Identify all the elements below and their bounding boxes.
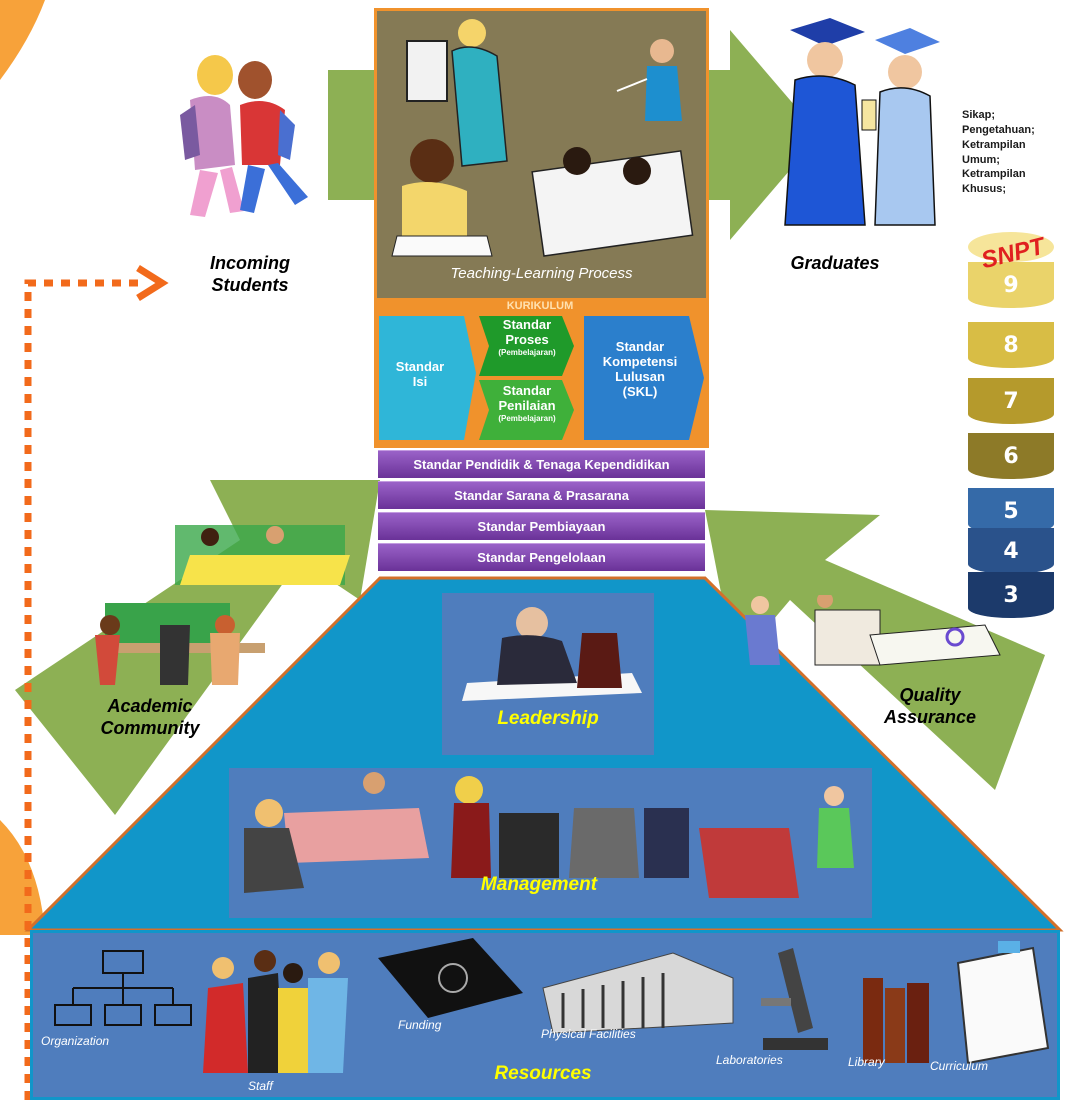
resource-facilities-label: Physical Facilities xyxy=(541,1027,636,1041)
resources-illustration xyxy=(54,938,1050,1073)
staff-illustration xyxy=(203,950,348,1073)
graduates-illustration xyxy=(770,10,950,235)
standar-isi-arrow xyxy=(379,316,476,440)
teaching-learning-label: Teaching-Learning Process xyxy=(450,265,633,282)
resources-panel: Organization Staff Funding Physical Faci… xyxy=(30,930,1060,1100)
resource-staff-label: Staff xyxy=(248,1079,273,1093)
resource-curriculum-label: Curriculum xyxy=(930,1059,989,1073)
left-orange-decor-top xyxy=(0,0,45,80)
library-icon xyxy=(863,978,929,1063)
standar-proses-title: Standar Proses xyxy=(502,317,552,347)
standar-proses-sub: (Pembelajaran) xyxy=(498,347,556,357)
snpt-level-5: 5 xyxy=(968,488,1054,534)
incoming-students-label: Incoming Students xyxy=(210,253,290,295)
quality-assurance-label: Quality Assurance xyxy=(883,685,977,727)
graduate-outcomes-text: Sikap; Pengetahuan; Ketrampilan Umum; Ke… xyxy=(962,109,1035,196)
leadership-panel: Leadership xyxy=(442,593,654,755)
snpt-level-8: 8 xyxy=(968,322,1054,368)
standar-isi-label: Standar Isi xyxy=(395,359,445,389)
standard-bar-sarana: Standar Sarana & Prasarana xyxy=(378,481,705,509)
resource-library-label: Library xyxy=(848,1055,885,1069)
standar-proses-arrow xyxy=(479,316,574,376)
academic-community-label: Academic Community xyxy=(100,696,200,738)
feedback-arrowhead xyxy=(136,265,169,301)
leadership-label: Leadership xyxy=(497,708,599,729)
snpt-level-6: 6 xyxy=(968,433,1054,479)
management-illustration xyxy=(244,772,854,898)
snpt-level-7: 7 xyxy=(968,378,1054,424)
standar-penilaian-sub: (Pembelajaran) xyxy=(498,413,556,423)
incoming-students-illustration xyxy=(170,45,335,225)
academic-community-illustration xyxy=(70,515,360,695)
management-panel: Management xyxy=(229,768,872,918)
standard-bar-pendidik: Standar Pendidik & Tenaga Kependidikan xyxy=(378,450,705,478)
snpt-level-4: 4 xyxy=(968,528,1054,574)
snpt-top-cap xyxy=(968,232,1054,262)
standar-proses-label: Standar Proses (Pembelajaran) xyxy=(482,317,572,357)
snpt-level-9: 9 xyxy=(968,262,1054,308)
laboratories-icon xyxy=(761,948,828,1050)
standard-bar-pengelolaan: Standar Pengelolaan xyxy=(378,543,705,571)
arrow-process-to-graduates xyxy=(695,30,820,240)
snpt-level-3: 3 xyxy=(968,572,1054,618)
left-orange-decor-bottom xyxy=(0,820,45,935)
standar-penilaian-label: Standar Penilaian (Pembelajaran) xyxy=(482,383,572,423)
curriculum-icon xyxy=(956,941,1050,1065)
org-chart-icon xyxy=(54,950,192,1026)
teaching-learning-panel: Teaching-Learning Process xyxy=(374,8,709,301)
quality-assurance-illustration xyxy=(740,592,1010,685)
resource-organization-label: Organization xyxy=(41,1034,110,1048)
resources-label: Resources xyxy=(494,1063,592,1084)
resource-funding-label: Funding xyxy=(398,1018,442,1032)
standar-penilaian-title: Standar Penilaian xyxy=(498,383,556,413)
resource-laboratories-label: Laboratories xyxy=(716,1053,783,1067)
curriculum-arrows xyxy=(379,316,704,440)
management-label: Management xyxy=(480,874,598,895)
classroom-illustration xyxy=(391,19,694,257)
graduates-label: Graduates xyxy=(790,253,880,273)
feedback-dotted-line xyxy=(24,279,140,1100)
standard-bar-pembiayaan: Standar Pembiayaan xyxy=(378,512,705,540)
physical-facilities-icon xyxy=(542,952,734,1034)
funding-icon xyxy=(378,938,523,1018)
standar-penilaian-arrow xyxy=(479,380,574,440)
kurikulum-header: KURIKULUM xyxy=(506,300,574,312)
standar-kompetensi-label: Standar Kompetensi Lulusan (SKL) xyxy=(602,339,678,399)
leader-illustration xyxy=(462,607,642,701)
standar-kompetensi-arrow xyxy=(584,316,704,440)
